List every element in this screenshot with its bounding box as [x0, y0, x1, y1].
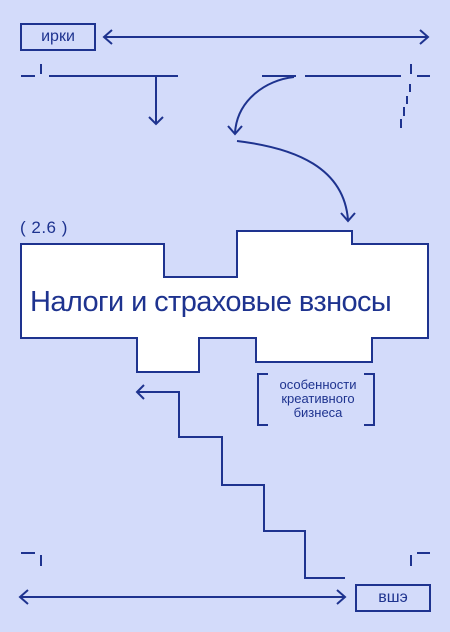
corner-marks-top-right [262, 64, 430, 128]
curved-arrow-left-icon [227, 76, 295, 136]
arrow-down-icon [148, 76, 164, 126]
subtitle-brackets [257, 373, 375, 426]
corner-marks-top-left [21, 64, 178, 77]
footer-tag: вшэ [355, 584, 431, 612]
header-tag: ирки [20, 23, 96, 51]
subtitle: особенности креативного бизнеса [279, 377, 357, 420]
title-panel [20, 230, 429, 373]
top-double-arrow-icon [102, 29, 430, 45]
corner-marks-bottom [21, 552, 430, 566]
section-number: ( 2.6 ) [20, 218, 68, 237]
curved-arrow-right-icon [236, 140, 356, 223]
staircase-arrow-left-icon [135, 384, 345, 579]
bottom-double-arrow-icon [18, 589, 347, 605]
page-title: Налоги и страховые взносы [30, 286, 392, 318]
